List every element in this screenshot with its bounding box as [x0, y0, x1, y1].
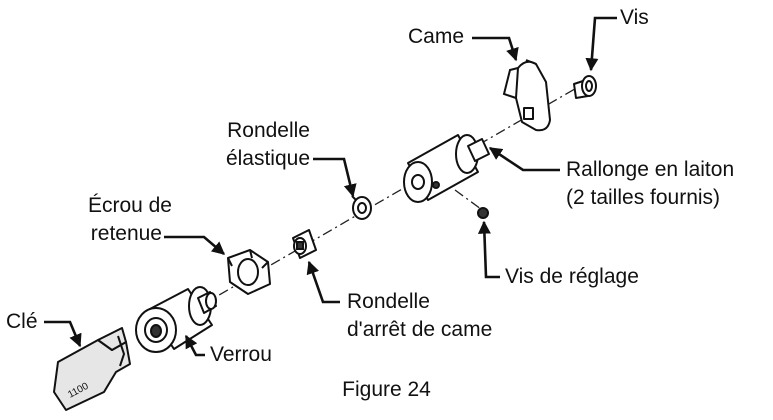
- label-vis: Vis: [620, 6, 649, 29]
- label-rallonge-line2: (2 tailles fournis): [566, 186, 721, 209]
- ecrou-leader: [164, 235, 225, 255]
- rondelle-elastique-leader: [313, 157, 357, 198]
- key-part: 1100: [53, 327, 131, 411]
- label-ecrou-line2: retenue: [90, 222, 162, 245]
- retaining-nut-part: [227, 249, 271, 295]
- set-screw-part: [477, 207, 489, 219]
- label-rallonge-line1: Rallonge en laiton: [566, 158, 735, 181]
- rondelle-arret-leader: [306, 260, 340, 304]
- label-rondelle-elastique-line2: élastique: [225, 147, 310, 170]
- rallonge-leader: [488, 146, 560, 172]
- set-screw-axis-line: [454, 189, 486, 213]
- vis-leader: [585, 16, 617, 72]
- lock-washer-part: [351, 195, 372, 220]
- cle-leader: [44, 320, 82, 348]
- screw-part: [573, 75, 597, 99]
- cam-stop-washer-part: [292, 229, 317, 259]
- label-ecrou-line1: Écrou de: [87, 194, 172, 217]
- label-vis-reglage: Vis de réglage: [505, 265, 639, 288]
- label-rondelle-elastique-line1: Rondelle: [227, 119, 310, 142]
- label-rondelle-arret-line1: Rondelle: [347, 290, 430, 313]
- verrou-leader: [184, 334, 205, 357]
- label-verrou: Verrou: [210, 343, 272, 366]
- figure-caption: Figure 24: [342, 378, 431, 401]
- lock-cylinder-part: [135, 286, 217, 353]
- label-rondelle-arret-line2: d'arrêt de came: [347, 318, 493, 341]
- cam-part: [502, 59, 551, 132]
- label-came: Came: [408, 25, 465, 48]
- label-cle: Clé: [6, 310, 38, 333]
- brass-extension-part: [403, 134, 490, 203]
- came-leader: [472, 36, 519, 62]
- vis-reglage-leader: [477, 220, 500, 279]
